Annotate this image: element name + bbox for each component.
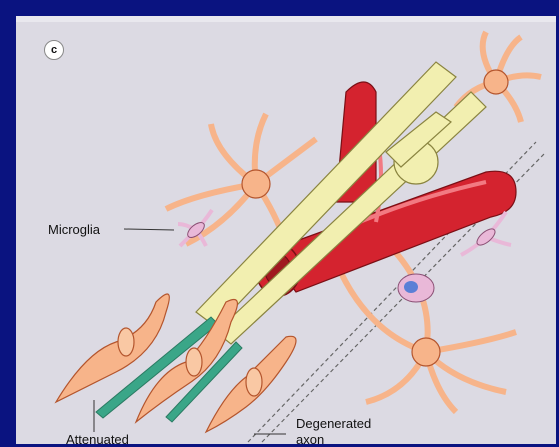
microglia-leader bbox=[124, 229, 174, 230]
degenerated-axon-label-line2: axon bbox=[296, 432, 324, 447]
attenuated-label: Attenuated bbox=[66, 432, 129, 447]
panel-letter: c bbox=[44, 40, 64, 60]
macrophage-cell bbox=[398, 274, 434, 302]
microglia-label: Microglia bbox=[48, 222, 100, 237]
degenerated-axon-label-line1: Degenerated bbox=[296, 416, 371, 431]
astrocyte-bottom-right bbox=[336, 242, 516, 412]
